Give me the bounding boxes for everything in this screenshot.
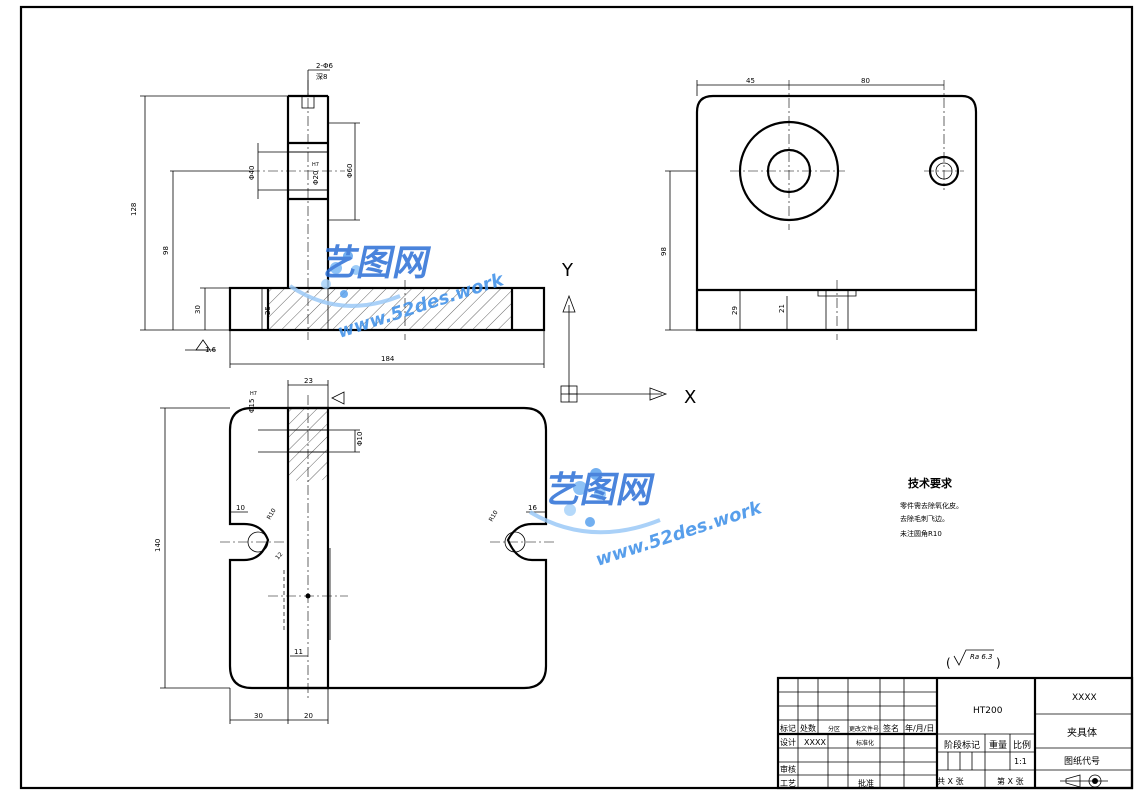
top-dim-tol: H7 xyxy=(250,391,257,397)
tb-label-mark: 标记 xyxy=(780,723,796,733)
tb-label-sign: 签名 xyxy=(883,723,899,733)
tb-material: HT200 xyxy=(973,706,1003,716)
front-hole-note: 2-Φ6 xyxy=(316,62,333,70)
top-dim-d15: Φ15 xyxy=(248,399,256,413)
projection-symbol-icon xyxy=(1060,774,1108,788)
front-dim-184: 184 xyxy=(381,355,395,363)
tb-designer: XXXX xyxy=(804,738,826,747)
front-dim-25: 25 xyxy=(264,306,272,315)
top-dim-r10: R10 xyxy=(266,507,278,521)
front-dim-30: 30 xyxy=(194,305,202,314)
side-dim-45: 45 xyxy=(746,77,755,85)
tech-line-2: 去除毛刺飞边。 xyxy=(900,514,949,523)
tb-drawing-code: 图纸代号 xyxy=(1064,755,1100,767)
side-dim-98: 98 xyxy=(660,247,668,256)
side-view: 45 80 98 29 21 xyxy=(660,77,978,340)
tb-scale-label: 比例 xyxy=(1013,739,1031,751)
tech-line-3: 未注圆角R10 xyxy=(900,529,942,538)
top-dim-d10: Φ10 xyxy=(356,432,364,446)
tb-review: 审核 xyxy=(780,764,796,774)
tb-scale: 1:1 xyxy=(1014,757,1027,766)
top-dim-20: 20 xyxy=(304,712,313,720)
tb-approve: 批准 xyxy=(858,778,874,788)
tb-design: 设计 xyxy=(780,737,796,747)
side-dim-80: 80 xyxy=(861,77,870,85)
tech-requirements: 技术要求 零件需去除氧化皮。 去除毛刺飞边。 未注圆角R10 xyxy=(900,476,963,538)
watermark-logo-2: 艺图网 www.52des.work xyxy=(528,468,765,571)
front-hole-depth: 深8 xyxy=(316,72,327,81)
side-dim-21: 21 xyxy=(778,304,786,313)
top-dim-140: 140 xyxy=(154,539,162,552)
tb-sheets-total: 共 X 张 xyxy=(937,777,964,786)
svg-text:(: ( xyxy=(946,656,951,670)
front-roughness: 1.6 xyxy=(205,346,217,354)
tb-weight: 重量 xyxy=(989,739,1007,751)
tech-title: 技术要求 xyxy=(908,476,953,490)
top-dim-r10b: R10 xyxy=(488,509,500,523)
drawing-border xyxy=(19,5,1134,790)
top-dim-12: 12 xyxy=(274,551,284,561)
top-dim-30: 30 xyxy=(254,712,263,720)
tb-label-zone: 分区 xyxy=(828,725,840,733)
tb-sheet-no: 第 X 张 xyxy=(997,776,1024,786)
tb-part-name: 夹具体 xyxy=(1067,726,1097,739)
front-dim-128: 128 xyxy=(130,203,138,216)
top-dim-11: 11 xyxy=(294,648,303,656)
front-dim-d60: Φ60 xyxy=(346,164,354,178)
top-dim-10: 10 xyxy=(236,504,245,512)
svg-text:): ) xyxy=(996,656,1001,670)
tb-stage-mark: 阶段标记 xyxy=(944,739,980,751)
front-dim-d40: Φ40 xyxy=(248,166,256,180)
title-block: 标记 处数 分区 更改文件号 签名 年/月/日 设计 XXXX 标准化 审核 工… xyxy=(776,676,1134,790)
tb-company: XXXX xyxy=(1072,693,1097,703)
tb-label-change: 更改文件号 xyxy=(849,725,879,733)
watermark-logo-text-2: 艺图网 xyxy=(541,468,658,511)
tb-standard: 标准化 xyxy=(856,739,874,747)
top-dim-16: 16 xyxy=(528,504,537,512)
tech-line-1: 零件需去除氧化皮。 xyxy=(900,501,963,510)
front-dim-98: 98 xyxy=(162,246,170,255)
axis-x-label: X xyxy=(684,387,696,408)
watermark-logo-text-1: 艺图网 xyxy=(318,241,435,284)
axis-y-label: Y xyxy=(561,260,574,281)
surface-roughness-symbol: ( Ra 6.3 ) xyxy=(946,649,1001,670)
tb-process: 工艺 xyxy=(780,779,796,788)
front-dim-tol: H7 xyxy=(312,162,319,168)
front-dim-d20: Φ20 xyxy=(312,171,320,185)
ucs-axis-icon: Y X xyxy=(560,260,696,408)
tb-label-count: 处数 xyxy=(800,723,816,733)
roughness-value: Ra 6.3 xyxy=(970,653,993,661)
tb-label-date: 年/月/日 xyxy=(905,723,934,733)
top-dim-23: 23 xyxy=(304,377,313,385)
top-view: Φ15 H7 23 Φ10 140 10 12 R10 30 20 11 16 … xyxy=(154,377,555,724)
side-dim-29: 29 xyxy=(731,306,739,315)
